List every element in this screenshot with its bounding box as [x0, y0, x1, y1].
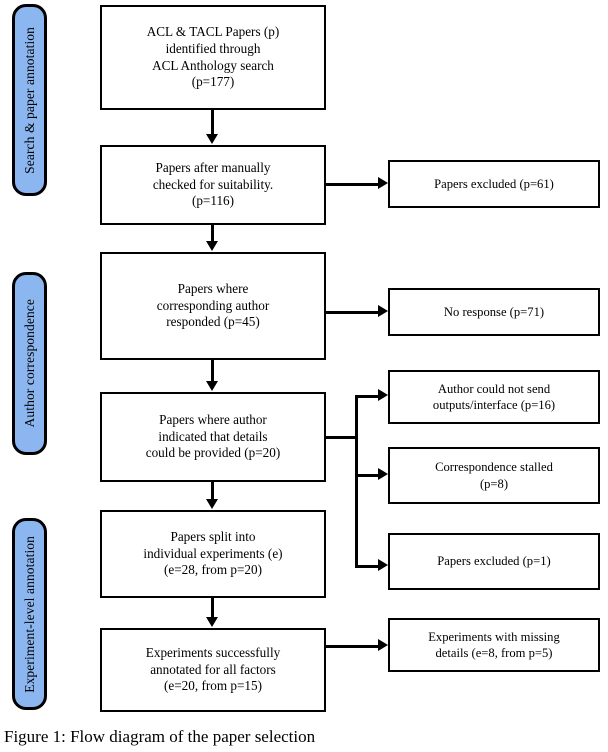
flow-box-details-could-be-provided: Papers where author indicated that detai… — [100, 392, 326, 482]
outcome-box-text: Author could not send outputs/interface … — [432, 381, 556, 412]
arrowhead-right-to-noresponse — [378, 305, 388, 317]
arrowhead-right-to-stalled — [378, 468, 388, 480]
flow-box-papers-split-into-experiments: Papers split into individual experiments… — [100, 510, 326, 598]
outcome-box-no-response-71: No response (p=71) — [388, 288, 600, 336]
arrowhead-down-to-annotated — [206, 617, 218, 627]
arrowhead-down-to-details — [206, 381, 218, 391]
flow-box-identified-papers: ACL & TACL Papers (p) identified through… — [100, 5, 326, 110]
connector-details-to-split-trunk — [326, 436, 358, 439]
flow-box-text: Papers split into individual experiments… — [143, 528, 283, 578]
stage-pill-search-and-paper-annotation: Search & paper annotation — [12, 4, 47, 196]
connector-identified-to-suitability — [211, 110, 214, 136]
connector-split-to-annotated — [211, 598, 214, 618]
arrowhead-right-to-excluded1 — [378, 559, 388, 571]
stage-pill-label: Search & paper annotation — [21, 26, 37, 174]
connector-trunk-to-excluded1 — [355, 565, 382, 568]
connector-responded-to-details — [211, 360, 214, 382]
stage-pill-experiment-level-annotation: Experiment-level annotation — [12, 518, 47, 710]
flow-box-text: Experiments successfully annotated for a… — [145, 644, 281, 694]
flow-box-text: Papers after manually checked for suitab… — [152, 159, 274, 209]
arrowhead-right-to-missing — [378, 639, 388, 651]
outcome-box-correspondence-stalled: Correspondence stalled (p=8) — [388, 447, 600, 504]
connector-split-trunk-vertical — [355, 396, 358, 568]
outcome-box-text: Papers excluded (p=1) — [437, 554, 551, 569]
outcome-box-text: No response (p=71) — [443, 304, 545, 319]
stage-pill-author-correspondence: Author correspondence — [12, 272, 47, 455]
outcome-box-experiments-with-missing-details: Experiments with missing details (e=8, f… — [388, 618, 600, 672]
connector-trunk-to-stalled — [355, 474, 382, 477]
connector-suitability-to-responded — [211, 225, 214, 243]
flow-box-text: Papers where author indicated that detai… — [145, 411, 281, 461]
outcome-box-text: Papers excluded (p=61) — [434, 176, 554, 191]
flow-box-successfully-annotated: Experiments successfully annotated for a… — [100, 628, 326, 712]
flow-box-checked-for-suitability: Papers after manually checked for suitab… — [100, 145, 326, 225]
outcome-box-text: Correspondence stalled (p=8) — [435, 460, 553, 491]
connector-suitability-to-excluded61 — [326, 183, 382, 186]
flow-box-text: Papers where corresponding author respon… — [156, 280, 270, 330]
arrowhead-down-to-split — [206, 499, 218, 509]
outcome-box-papers-excluded-61: Papers excluded (p=61) — [388, 160, 600, 208]
stage-pill-label: Experiment-level annotation — [21, 535, 37, 693]
outcome-box-papers-excluded-1: Papers excluded (p=1) — [388, 533, 600, 590]
arrowhead-down-to-responded — [206, 241, 218, 251]
connector-responded-to-noresponse — [326, 311, 382, 314]
flow-box-author-responded: Papers where corresponding author respon… — [100, 252, 326, 360]
connector-trunk-to-nosend — [355, 395, 382, 398]
outcome-box-text: Experiments with missing details (e=8, f… — [428, 629, 560, 660]
arrowhead-down-to-suitability — [206, 134, 218, 144]
stage-pill-label: Author correspondence — [21, 299, 37, 428]
outcome-box-author-could-not-send: Author could not send outputs/interface … — [388, 370, 600, 424]
connector-annotated-to-missing — [326, 645, 382, 648]
arrowhead-right-to-excluded61 — [378, 177, 388, 189]
arrowhead-right-to-nosend — [378, 389, 388, 401]
figure-caption: Figure 1: Flow diagram of the paper sele… — [4, 727, 316, 746]
connector-details-to-split — [211, 482, 214, 500]
flow-box-text: ACL & TACL Papers (p) identified through… — [146, 23, 280, 90]
